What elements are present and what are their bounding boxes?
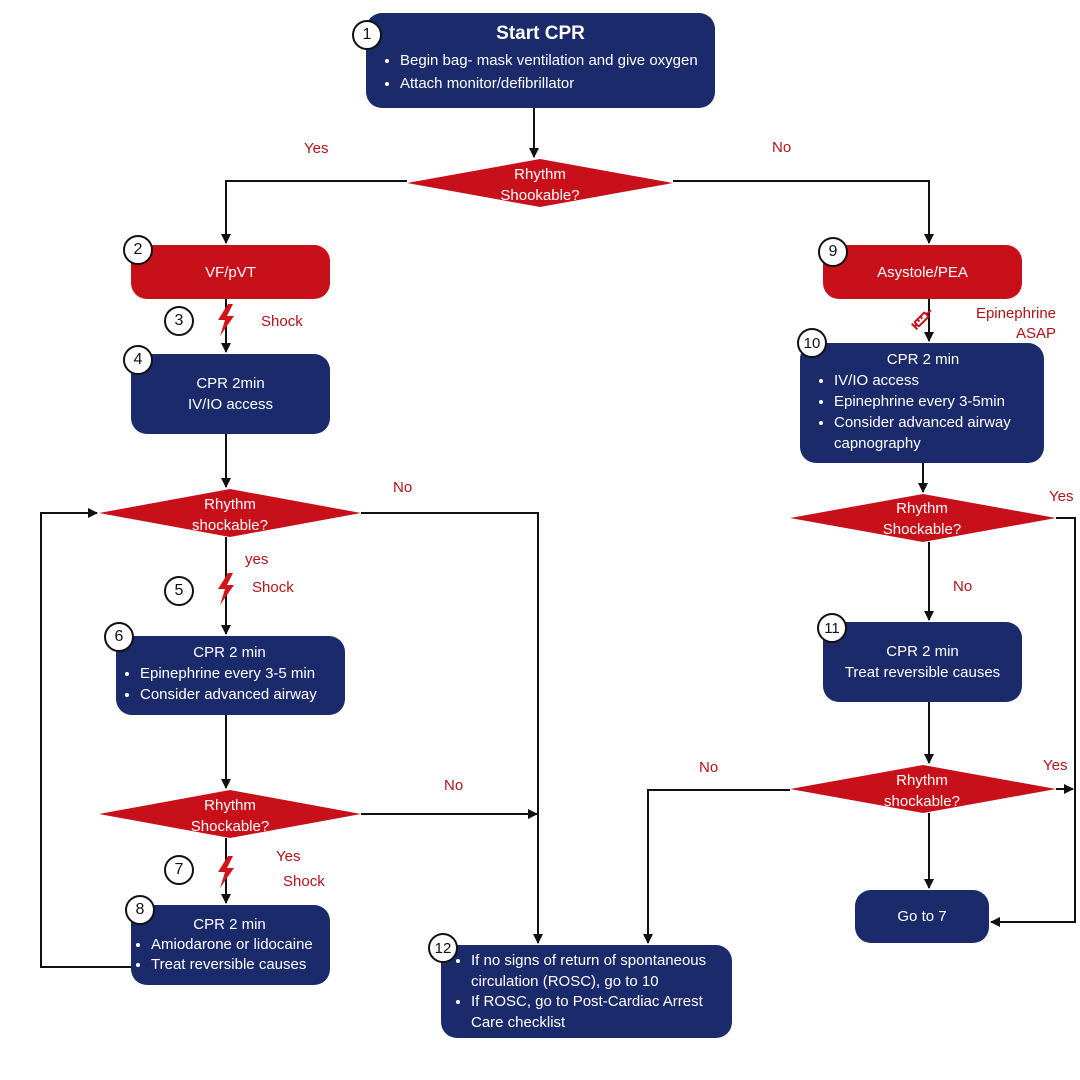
lightning-bolt-icon	[218, 856, 234, 888]
box-line: Treat reversible causes	[844, 664, 1001, 681]
bullet-item: Consider advanced airway	[140, 684, 335, 705]
step-number-3: 3	[164, 306, 194, 336]
step-number-10: 10	[797, 328, 827, 358]
bullet-item: Epinephrine every 3-5 min	[140, 663, 335, 684]
cpr-2min-amiodarone-box: CPR 2 min Amiodarone or lidocaine Treat …	[131, 905, 330, 985]
start-cpr-bullets: Begin bag- mask ventilation and give oxy…	[378, 50, 703, 94]
step-number-6: 6	[104, 622, 134, 652]
decision-diamond-4	[790, 494, 1056, 542]
box-title: CPR 2 min	[193, 644, 266, 661]
branch-label-no: No	[953, 578, 973, 595]
shock-label: Shock	[283, 873, 325, 890]
step-number-2: 2	[123, 235, 153, 265]
lightning-bolt-icon	[218, 573, 234, 605]
connector-d1-yes	[221, 180, 407, 244]
decision-line: shockable?	[192, 517, 268, 534]
bullet-item: Begin bag- mask ventilation and give oxy…	[400, 50, 703, 71]
step-number-1: 1	[352, 20, 382, 50]
decision-5-label: Rhythm shockable?	[862, 770, 982, 812]
branch-label-no: No	[699, 759, 719, 776]
bullet-item: Amiodarone or lidocaine	[151, 935, 322, 955]
branch-label-yes: Yes	[304, 140, 329, 157]
box-bullets: IV/IO access Epinephrine every 3-5min Co…	[812, 370, 1034, 454]
start-cpr-title: Start CPR	[496, 23, 585, 44]
go-to-7-box: Go to 7	[855, 890, 989, 943]
cpr-2min-iv-box: CPR 2min IV/IO access	[131, 354, 330, 434]
go-to-7-label: Go to 7	[897, 908, 947, 925]
decision-diamond-5	[790, 765, 1056, 813]
decision-diamond-3	[99, 790, 361, 838]
epinephrine-asap-label: Epinephrine ASAP	[940, 304, 1056, 344]
rosc-bullets: If no signs of return of spontaneous cir…	[449, 951, 722, 1033]
bullet-item: Consider advanced airway capnography	[834, 412, 1034, 454]
box-line: IV/IO access	[187, 396, 274, 413]
box-line: CPR 2min	[196, 375, 265, 392]
start-cpr-box: Start CPR Begin bag- mask ventilation an…	[366, 13, 715, 108]
epinephrine-line: Epinephrine	[975, 305, 1056, 322]
step-number-8: 8	[125, 895, 155, 925]
connector-d5-no	[643, 789, 790, 944]
connector-d2-no	[361, 512, 543, 944]
asystole-pea-title: Asystole/PEA	[877, 263, 968, 281]
box-line: CPR 2 min	[886, 643, 959, 660]
decision-4-label: Rhythm Shockable?	[862, 498, 982, 540]
decision-line: Rhythm	[204, 797, 256, 814]
bullet-item: IV/IO access	[834, 370, 1034, 391]
connector-cpr8-loop	[40, 508, 131, 968]
rosc-box: If no signs of return of spontaneous cir…	[441, 945, 732, 1038]
step-number-5: 5	[164, 576, 194, 606]
bullet-item: Epinephrine every 3-5min	[834, 391, 1034, 412]
decision-line: Rhythm	[896, 500, 948, 517]
syringe-icon	[910, 309, 932, 331]
bullet-item: Attach monitor/defibrillator	[400, 73, 703, 94]
cpr-2min-epinephrine-box: CPR 2 min Epinephrine every 3-5 min Cons…	[116, 636, 345, 715]
bullet-item: If ROSC, go to Post-Cardiac Arrest Care …	[471, 992, 722, 1033]
bullet-item: If no signs of return of spontaneous cir…	[471, 951, 722, 992]
step-number-11: 11	[817, 613, 847, 643]
decision-line: Rhythm	[896, 772, 948, 789]
decision-diamond-1	[407, 159, 673, 207]
cpr-2min-reversible-box: CPR 2 min Treat reversible causes	[823, 622, 1022, 702]
step-number-9: 9	[818, 237, 848, 267]
branch-label-yes: Yes	[1049, 488, 1074, 505]
decision-line: Shookable?	[500, 187, 580, 204]
decision-line: shockable?	[884, 793, 960, 810]
box-title: CPR 2 min	[886, 351, 960, 368]
lightning-bolt-icon	[218, 304, 234, 336]
branch-label-yes: Yes	[276, 848, 301, 865]
vf-pvt-box: VF/pVT	[131, 245, 330, 299]
decision-line: Shockable?	[190, 818, 270, 835]
decision-line: Shockable?	[882, 521, 962, 538]
epinephrine-line: ASAP	[1015, 325, 1056, 342]
vf-pvt-title: VF/pVT	[205, 263, 256, 281]
decision-1-label: Rhythm Shookable?	[480, 164, 600, 206]
step-number-12: 12	[428, 933, 458, 963]
branch-label-yes: yes	[245, 551, 269, 568]
shock-label: Shock	[252, 579, 294, 596]
branch-label-yes: Yes	[1043, 757, 1068, 774]
shock-label: Shock	[261, 313, 303, 330]
step-number-7: 7	[164, 855, 194, 885]
decision-2-label: Rhythm shockable?	[170, 494, 290, 536]
connector-d1-no	[673, 180, 934, 244]
bullet-item: Treat reversible causes	[151, 955, 322, 975]
decision-line: Rhythm	[204, 496, 256, 513]
box-title: CPR 2 min	[193, 916, 266, 933]
branch-label-no: No	[772, 139, 792, 156]
step-number-4: 4	[123, 345, 153, 375]
decision-diamond-2	[99, 489, 361, 537]
box-bullets: Epinephrine every 3-5 min Consider advan…	[124, 663, 335, 705]
branch-label-no: No	[444, 777, 464, 794]
decision-3-label: Rhythm Shockable?	[170, 795, 290, 837]
connector-d4-yes	[990, 517, 1076, 927]
branch-label-no: No	[393, 479, 413, 496]
box-bullets: Amiodarone or lidocaine Treat reversible…	[137, 935, 322, 975]
cpr-2min-iv-epinephrine-box: CPR 2 min IV/IO access Epinephrine every…	[800, 343, 1044, 463]
asystole-pea-box: Asystole/PEA	[823, 245, 1022, 299]
decision-line: Rhythm	[514, 166, 566, 183]
